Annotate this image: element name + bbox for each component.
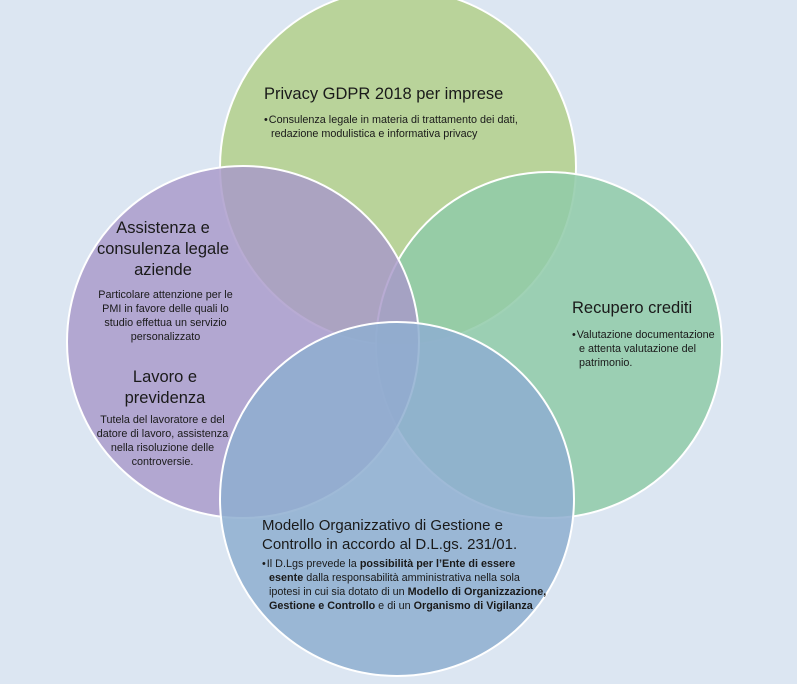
bottom-circle (219, 321, 575, 677)
bottom-circle-title: Modello Organizzativo di Gestione e Cont… (262, 517, 518, 553)
bottom-text-bold-2: Modello di Organizzazione, Gestione e Co… (269, 586, 547, 612)
bottom-text-bold-1: possibilità per l’Ente di essere esente (269, 558, 516, 584)
left-circle-text: Particolare attenzione per le PMI in fav… (98, 289, 233, 343)
left-circle-title-2: Lavoro e previdenza (124, 368, 206, 407)
bottom-text-bold-3: Organismo di Vigilanza (413, 600, 533, 612)
bottom-text-part-2: dalla responsabilità amministrativa nell… (269, 572, 520, 598)
bottom-circle-text: Il D.Lgs prevede la possibilità per l’En… (262, 557, 547, 613)
left-circle-title: Assistenza e consulenza legale aziende (96, 219, 230, 279)
bottom-text-part-3: e di un (375, 600, 414, 612)
right-circle-title: Recupero crediti (572, 299, 693, 317)
top-circle-text: Consulenza legale in materia di trattame… (264, 113, 561, 141)
right-circle-text: Valutazione documentazione e attenta val… (572, 328, 719, 370)
left-circle-text-2: Tutela del lavoratore e del datore di la… (96, 414, 229, 468)
top-circle-title: Privacy GDPR 2018 per imprese (264, 85, 504, 103)
bottom-text-part-1: Il D.Lgs prevede la (266, 558, 360, 570)
